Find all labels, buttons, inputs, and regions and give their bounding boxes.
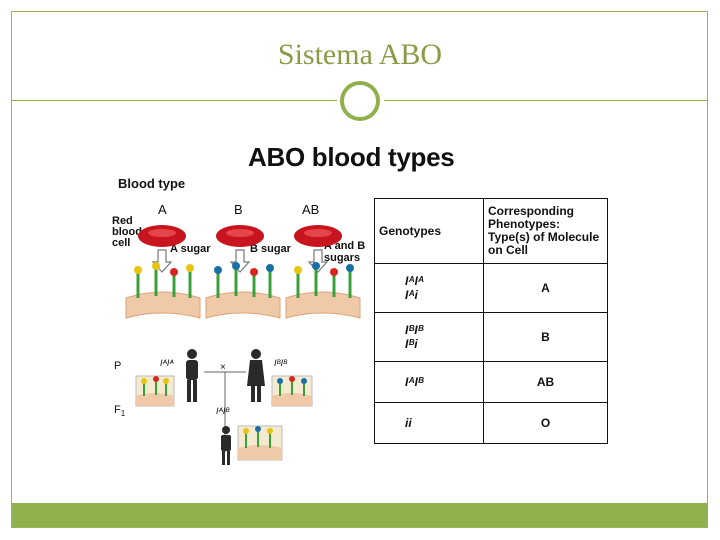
membrane-ab [285,262,361,319]
rbc-a [138,225,186,247]
child-figure [221,426,231,465]
blood-type-label: Blood type [118,176,186,191]
title-circle-ornament [340,81,380,121]
rbc-ab [294,225,342,247]
child-genotype: IᴬIᴮ [216,406,230,416]
cross-symbol: × [220,362,226,373]
table-header-row: Genotypes Corresponding Phenotypes: Type… [374,198,608,264]
phenotype-cell: B [483,312,608,362]
genotype-phenotype-table: Genotypes Corresponding Phenotypes: Type… [374,198,608,444]
title-rule-right [384,100,707,101]
p-cell-a [135,375,175,407]
parent1-genotype: IᴬIᴬ [160,358,174,368]
title-rule-left [12,100,337,101]
table-row: ii O [374,402,608,444]
slide-frame [11,11,708,528]
footer-accent-bar [12,503,707,527]
type-label-ab: AB [302,202,320,217]
membrane-a [125,262,201,319]
type-label-b: B [234,202,243,217]
membrane-b [205,262,281,319]
phenotypes-header: Corresponding Phenotypes: Type(s) of Mol… [483,198,608,264]
a-sugar-label: A sugar [170,243,211,255]
p-generation-label: P [114,360,122,372]
genotype-cell: ii [374,402,484,444]
slide-title: Sistema ABO [277,38,443,71]
abo-figure: ABO blood types Blood type A B AB Red bl… [112,140,608,470]
rbc-b [216,225,264,247]
genotypes-header: Genotypes [374,198,484,264]
rbc-label: Red blood cell [112,215,142,249]
figure-title: ABO blood types [248,142,455,172]
type-label-a: A [158,202,167,217]
figure-illustrations [125,225,361,465]
f1-generation-label: F1 [114,404,126,419]
genotype-cell: IᴬIᴮ [374,361,484,403]
phenotype-cell: A [483,263,608,313]
parent-figure-female [247,349,265,402]
phenotype-cell: AB [483,361,608,403]
b-sugar-label: B sugar [250,243,291,255]
parent-figure-male [186,349,198,402]
f1-cell-ab [237,425,283,461]
parent2-genotype: IᴮIᴮ [274,358,288,368]
phenotype-cell: O [483,402,608,444]
table-row: IᴬIᴮ AB [374,361,608,403]
p-cell-b [271,375,313,407]
